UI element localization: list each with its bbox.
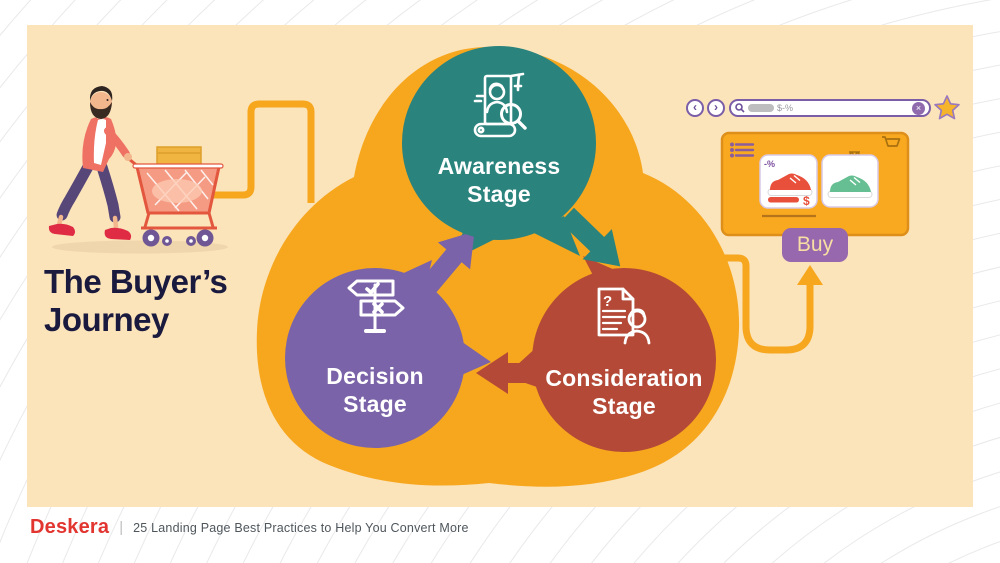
search-input[interactable]: $-% × <box>729 99 931 117</box>
cart-icon <box>882 136 901 147</box>
price-strike-bar <box>768 197 799 203</box>
question-glyph: ? <box>603 293 612 310</box>
awareness-line1: Awareness <box>437 153 561 179</box>
connector-arrowhead <box>797 265 823 285</box>
consideration-stage-icon: ? <box>597 287 651 345</box>
red-sneaker <box>767 173 813 196</box>
brand-logo: Deskera <box>30 516 110 538</box>
clear-search-button[interactable]: × <box>912 101 925 115</box>
menu-list-icon <box>730 142 755 158</box>
browser-window: -% $ <box>720 131 910 237</box>
back-button[interactable]: ‹ <box>686 99 704 117</box>
page-title: The Buyer’s Journey <box>44 263 228 338</box>
forward-icon: › <box>714 100 718 114</box>
green-sneaker <box>827 175 873 198</box>
price-symbol: $ <box>803 194 810 208</box>
infographic-card: ? <box>27 25 973 507</box>
consideration-stage-label: Consideration Stage <box>509 364 739 420</box>
search-term-blob <box>748 104 774 112</box>
arrow-consideration-to-decision <box>476 352 550 394</box>
decision-line2: Stage <box>343 391 407 417</box>
decision-stage-icon <box>347 279 405 333</box>
decision-line1: Decision <box>326 363 424 389</box>
stage-awareness-circle <box>402 46 596 240</box>
consideration-line2: Stage <box>592 393 656 419</box>
search-hint-text: $-% <box>777 103 794 113</box>
search-icon <box>735 103 745 113</box>
awareness-line2: Stage <box>467 181 531 207</box>
footer-caption: 25 Landing Page Best Practices to Help Y… <box>133 520 469 535</box>
footer-separator: | <box>119 519 124 536</box>
cart-to-journey-connector <box>210 100 315 203</box>
shopping-cart <box>123 146 224 247</box>
scene: ? <box>48 46 910 487</box>
buyer-person <box>48 86 132 240</box>
buyer-illustration <box>48 86 228 254</box>
awareness-stage-label: Awareness Stage <box>399 152 599 208</box>
arrow-decision-to-awareness <box>419 231 475 295</box>
journey-to-buy-connector <box>689 254 823 354</box>
stage-consideration-circle <box>532 268 716 452</box>
decision-stage-label: Decision Stage <box>285 362 465 418</box>
awareness-stage-icon <box>473 72 527 138</box>
buy-button[interactable]: Buy <box>782 228 848 262</box>
bookmark-star-icon[interactable] <box>933 94 961 122</box>
stage-decision-circle <box>285 268 465 448</box>
back-icon: ‹ <box>693 100 697 114</box>
cart-wheels <box>142 229 214 247</box>
discount-badge: -% <box>764 159 775 169</box>
shadow <box>52 240 228 254</box>
consideration-line1: Consideration <box>545 365 703 391</box>
arrow-awareness-to-consideration <box>560 207 621 267</box>
forward-button[interactable]: › <box>707 99 725 117</box>
footer: Deskera | 25 Landing Page Best Practices… <box>30 516 469 539</box>
